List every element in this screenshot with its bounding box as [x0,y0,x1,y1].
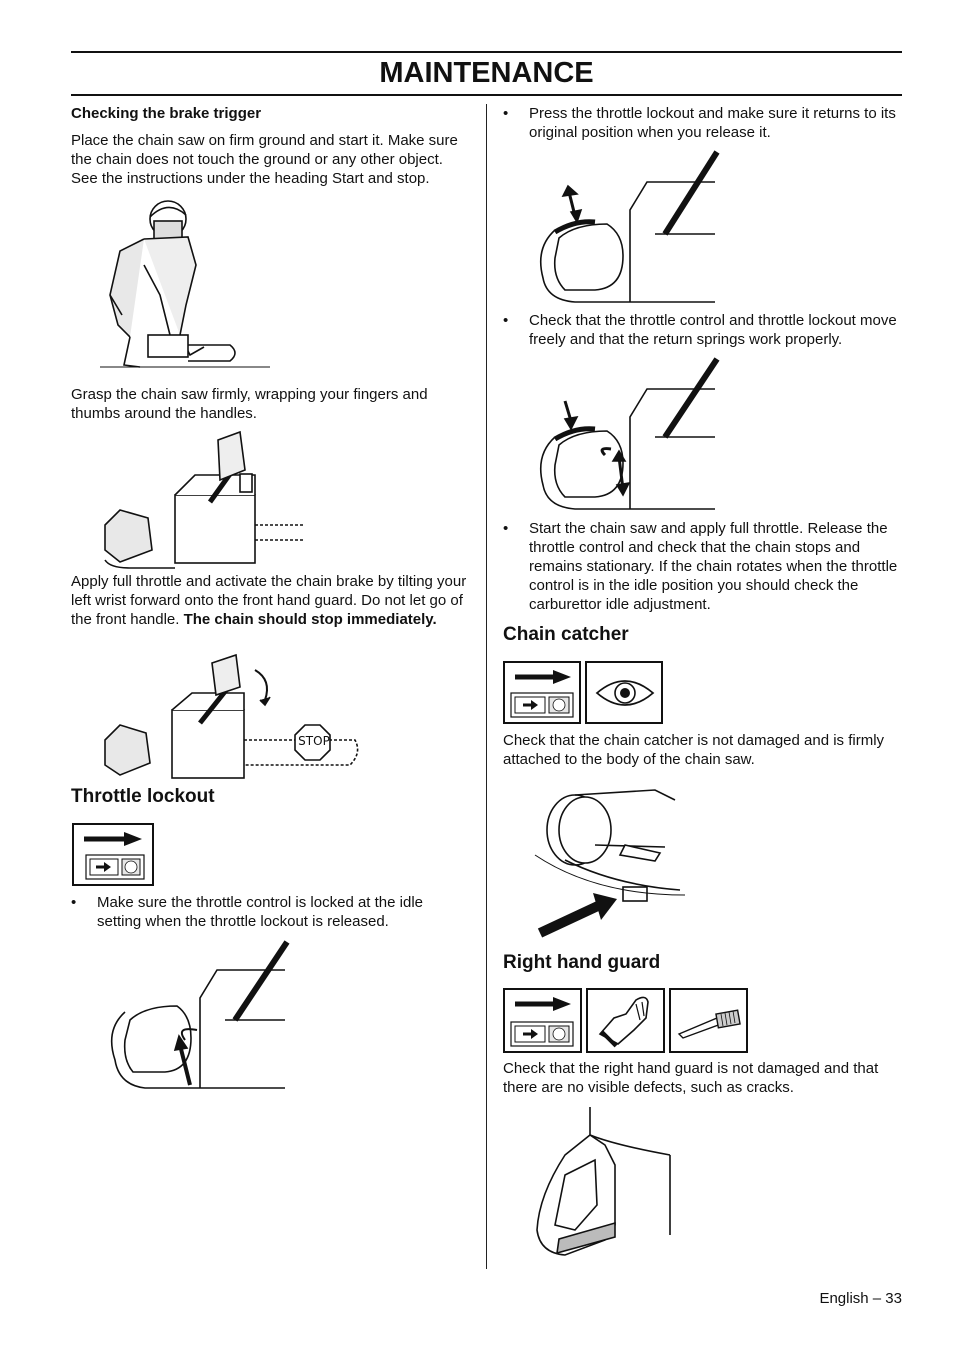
glove-icon [598,996,649,1048]
brake-paragraph-2: Grasp the chain saw firmly, wrapping you… [71,386,428,422]
brake-paragraph-3-normal: Apply full throttle and activate the cha… [71,573,467,628]
right-bullet-full-throttle-text: Start the chain saw and apply full throt… [529,520,898,613]
bullet-dot: • [503,520,509,537]
brake-paragraph-3-bold: The chain should stop immediately. [183,611,437,628]
arrow-right-icon [515,670,571,684]
press-throttle-lockout-illustration [539,150,720,303]
catcher-stop-symbol-box [503,661,581,724]
page-number: English – 33 [819,1290,902,1307]
start-stop-switch-icon [85,854,145,880]
arrow-right-icon [515,997,571,1011]
bullet-dot: • [71,894,77,911]
right-hand-guard-heading: Right hand guard [503,952,661,973]
header-rule-bottom [71,94,902,96]
chain-catcher-heading: Chain catcher [503,624,629,645]
hands-gripping-saw-illustration [104,430,305,569]
visual-inspection-symbol-box [585,661,663,724]
bullet-dot: • [503,105,509,122]
column-divider [486,104,487,1269]
brake-heading: Checking the brake trigger [71,105,262,122]
right-bullet-check-free-text: Check that the throttle control and thro… [529,312,897,348]
right-bullet-press-lockout-text: Press the throttle lockout and make sure… [529,105,896,141]
arrow-right-icon [84,832,142,846]
bullet-dot: • [503,312,509,329]
start-stop-switch-icon [510,692,574,718]
brush-icon [677,1009,741,1039]
stop-sign-label: STOP [298,734,330,748]
chain-catcher-illustration [534,789,686,938]
start-stop-switch-icon [510,1021,574,1047]
page-title: MAINTENANCE [379,57,594,89]
rear-handle-throttle-locked-illustration [110,940,290,1089]
brake-paragraph-3: Apply full throttle and activate the cha… [71,572,471,629]
start-stop-symbol-box [72,823,154,886]
right-hand-guard-paragraph: Check that the right hand guard is not d… [503,1060,879,1096]
chain-brake-activation-illustration [104,653,359,779]
cleaning-brush-symbol-box [669,988,748,1053]
throttle-springs-illustration [539,357,720,510]
worker-with-chainsaw-illustration [100,200,270,368]
guard-stop-symbol-box [503,988,582,1053]
throttle-lockout-heading: Throttle lockout [71,786,215,807]
protective-glove-symbol-box [586,988,665,1053]
brake-paragraph-1: Place the chain saw on firm ground and s… [71,132,458,187]
chain-catcher-paragraph: Check that the chain catcher is not dama… [503,732,885,768]
right-hand-guard-illustration [536,1107,671,1256]
header-rule-top [71,51,902,53]
throttle-bullet-1-text: Make sure the throttle control is locked… [97,894,424,930]
eye-icon [595,680,655,706]
